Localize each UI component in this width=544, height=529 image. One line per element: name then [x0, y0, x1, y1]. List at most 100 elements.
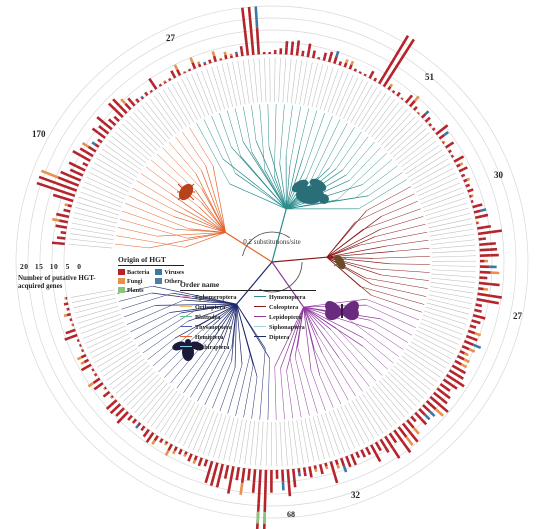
species-label	[429, 228, 474, 237]
branch	[183, 299, 237, 305]
branch	[326, 256, 374, 270]
hgt-bar-segment	[109, 396, 113, 400]
hgt-bar-segment	[303, 471, 307, 477]
hgt-bar	[473, 209, 481, 214]
leaf-branch	[381, 274, 429, 281]
hgt-bar	[467, 189, 472, 193]
others-swatch	[155, 278, 163, 284]
hgt-bar-segment	[456, 373, 464, 380]
hgt-bar-segment	[323, 52, 328, 57]
species-label	[431, 265, 476, 267]
species-label	[300, 419, 310, 463]
hgt-bar-segment	[148, 77, 154, 85]
hgt-bar	[360, 449, 365, 455]
leaf-branch	[299, 108, 310, 146]
hgt-bar-segment	[466, 177, 471, 182]
species-label	[239, 419, 247, 464]
species-label	[264, 58, 267, 103]
hgt-bar-segment	[203, 462, 207, 467]
branch	[326, 236, 376, 258]
hgt-bar-segment	[82, 161, 86, 166]
hgt-bar-segment	[256, 511, 260, 524]
branch	[273, 175, 287, 209]
species-label	[343, 79, 364, 119]
hgt-bar	[477, 225, 485, 230]
leaf-branch	[362, 337, 394, 364]
hgt-bar-segment	[350, 60, 355, 66]
hgt-bar	[474, 214, 483, 219]
species-label	[233, 419, 243, 463]
branch	[240, 155, 287, 210]
hgt-bar-segment	[458, 155, 465, 160]
hgt-bar	[193, 455, 198, 461]
hgt-bar	[447, 150, 451, 154]
species-label	[105, 354, 143, 382]
hgt-bar-segment	[329, 51, 334, 57]
hgt-bar-segment	[116, 417, 124, 424]
species-label	[80, 317, 123, 334]
hgt-bar	[438, 133, 446, 140]
hgt-bar	[401, 422, 413, 435]
hgt-bar	[105, 390, 111, 396]
hgt-bar	[59, 219, 69, 224]
hgt-bar	[379, 438, 387, 448]
hgt-bar-segment	[140, 95, 144, 99]
hgt-bar-segment	[107, 102, 117, 111]
species-label	[303, 61, 313, 106]
species-label	[84, 325, 126, 344]
hgt-bar	[302, 467, 307, 473]
leaf-branch	[318, 123, 348, 177]
hgt-bar-segment	[449, 141, 455, 146]
hgt-bar	[92, 368, 95, 372]
species-label	[339, 76, 359, 118]
hgt-bars	[36, 6, 502, 529]
ring-label: 5	[65, 262, 70, 271]
callout-top-right: 51	[425, 72, 434, 82]
leaf-branch	[324, 329, 370, 387]
hgt-bar	[429, 395, 441, 407]
branch	[280, 306, 304, 369]
species-label	[71, 289, 115, 298]
branch	[326, 221, 356, 258]
species-label	[312, 416, 325, 460]
leaf-branch	[183, 340, 219, 394]
hgt-bar-segment	[211, 51, 216, 57]
hgt-bar-segment	[36, 181, 55, 191]
hgt-bar	[474, 308, 479, 313]
legend-item-hymenoptera: Hymenoptera	[254, 293, 326, 302]
species-label	[82, 321, 124, 339]
leaf-branch	[355, 193, 415, 223]
leaf-branch	[389, 263, 430, 265]
hgt-bar-segment	[38, 175, 57, 185]
branch	[285, 158, 303, 209]
hgt-bar	[393, 429, 405, 444]
leaf-branch	[329, 127, 355, 168]
branch	[303, 307, 312, 371]
hgt-bar	[463, 339, 474, 347]
hgt-bar	[66, 209, 71, 213]
hgt-bar	[453, 157, 460, 163]
leaf-branch	[335, 131, 362, 169]
species-label	[226, 62, 238, 106]
species-label	[403, 352, 441, 378]
hgt-bar-segment	[413, 95, 420, 102]
species-label	[142, 385, 171, 420]
hgt-bar-segment	[307, 43, 312, 50]
hgt-bar	[203, 62, 207, 66]
species-label	[176, 81, 198, 121]
species-label	[414, 334, 455, 355]
hgt-bar-segment	[151, 439, 156, 446]
hgt-bar	[286, 469, 291, 485]
legend-item-others: Others	[155, 277, 184, 286]
hgt-bar	[69, 333, 78, 339]
leaf-branch	[372, 284, 427, 297]
leaf-branch	[297, 346, 318, 414]
hgt-bar	[257, 469, 262, 504]
ring-label: 15	[34, 262, 44, 271]
species-label	[82, 186, 124, 204]
hgt-bar	[329, 461, 336, 474]
hgt-bar	[311, 53, 316, 59]
hgt-bar-segment	[412, 418, 417, 423]
species-label	[410, 341, 450, 364]
leaf-branch	[267, 104, 270, 147]
